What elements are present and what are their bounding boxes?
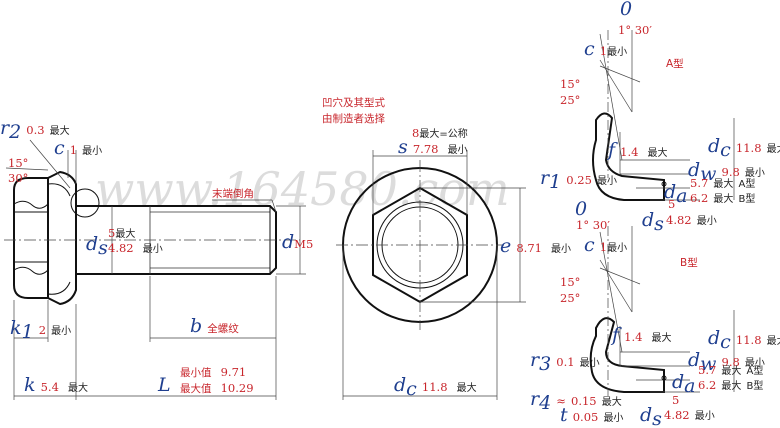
type-a-detail [592, 30, 735, 201]
type-a-flange-profile [592, 112, 665, 201]
side-view [4, 139, 306, 400]
type-a-dc-label: dc 11.8 最大 [708, 135, 780, 161]
type-a-da-label: da [664, 181, 688, 207]
ds-label: ds [86, 233, 108, 259]
detail-circle [70, 188, 100, 218]
type-b-detail [589, 226, 735, 396]
e-label: e 8.71 最小 [500, 235, 571, 257]
type-b-f-label: f 1.4 最大 [610, 324, 672, 346]
end-chamfer-label: 末端倒角 [212, 187, 254, 200]
k1-label: k1 2 最小 [10, 317, 71, 343]
b-label: b 全螺纹 [190, 315, 239, 337]
flange-outline [47, 170, 77, 306]
type-a-angle-0: 0 [620, 0, 632, 20]
c-label: c 1 最小 [54, 137, 102, 159]
type-b-dc-label: dc 11.8 最大 [708, 327, 780, 353]
type-a-da-value1: 5.7 最大 A型 [690, 172, 755, 191]
L-min: 最小值 9.71 [180, 361, 246, 380]
d-label: dM5 [282, 231, 313, 253]
type-b-angle-15: 15° [560, 275, 580, 289]
angle-30-label: 30° [8, 171, 28, 185]
type-b-ds-min: 4.82 最小 [664, 404, 715, 423]
watermark: www.164580.com [95, 162, 510, 216]
type-b-da-value1: 5.7 最大 A型 [698, 359, 763, 378]
type-b-da-label: da [672, 371, 696, 397]
type-b-dw-label: dw 9.8 最小 [688, 349, 765, 375]
type-a-angle-1-30: 1° 30′ [618, 23, 652, 37]
ds-max-value: 5最大 [108, 226, 135, 240]
type-a-ds-max: 5 [668, 197, 675, 211]
type-b-angle-0: 0 [575, 198, 587, 220]
type-b-ds-max: 5 [672, 393, 679, 407]
type-a-f-label: f 1.4 最大 [606, 139, 668, 161]
angle-15-label: 15° [8, 156, 28, 170]
dc-label: dc 11.8 最大 [394, 374, 477, 400]
type-b-c-label: c 1最小 [584, 234, 627, 256]
r2-label: r2 0.3 最大 [0, 117, 70, 143]
type-a-da-value2: 6.2 最大 B型 [690, 187, 755, 206]
type-b-title: B型 [680, 256, 698, 269]
type-b-t-label: t 0.05 最小 [560, 404, 623, 426]
L-max: 最大值 10.29 [180, 377, 254, 396]
type-b-r3-label: r3 0.1 最小 [530, 349, 600, 375]
type-a-title: A型 [666, 57, 684, 70]
type-b-angle-1-30: 1° 30′ [576, 218, 610, 232]
type-a-ds-min: 4.82 最小 [666, 209, 717, 228]
end-view [336, 150, 526, 400]
type-a-angle-15: 15° [560, 77, 580, 91]
ds-min-value: 4.82 最小 [108, 237, 163, 256]
type-b-ds-label: ds [640, 404, 662, 428]
recess-note-2: 由制造者选择 [322, 112, 385, 125]
type-a-c-label: c 1最小 [584, 38, 627, 60]
type-a-dw-label: dw 9.8 最小 [688, 159, 765, 185]
type-a-ds-label: ds [642, 209, 664, 235]
k-label: k 5.4 最大 [24, 374, 88, 396]
type-b-da-value2: 6.2 最大 B型 [698, 374, 763, 393]
hex-head-outline [13, 177, 49, 299]
type-b-r4-label: r4 ≈ 0.15 最大 [530, 388, 622, 414]
s-max: 8最大=公称 [412, 126, 468, 140]
recess-note-1: 凹穴及其型式 [322, 96, 385, 109]
type-b-flange-profile [589, 317, 665, 393]
s-label: s 7.78 最小 [398, 136, 468, 158]
type-b-angle-25: 25° [560, 291, 580, 305]
type-a-r1-label: r1 0.25 最小 [540, 167, 617, 193]
type-a-angle-25: 25° [560, 93, 580, 107]
L-label: L [157, 374, 171, 396]
